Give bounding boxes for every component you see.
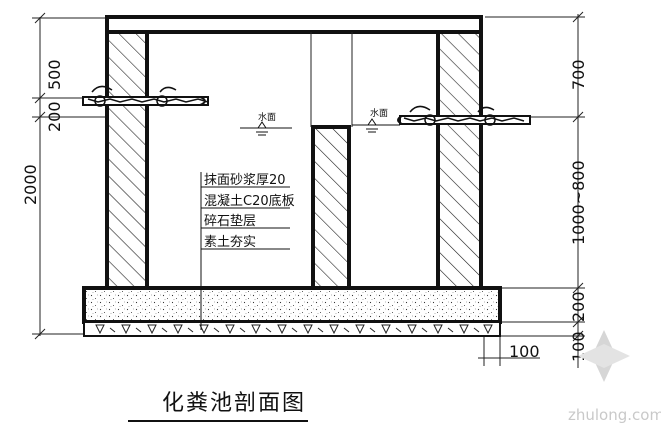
left-dimension-line <box>32 12 108 340</box>
gravel-cushion-layer <box>83 321 501 337</box>
dim-right-700: 700 <box>569 59 588 90</box>
concrete-base-slab <box>82 286 502 324</box>
outlet-pipe <box>397 105 531 126</box>
dim-left-200: 200 <box>45 101 64 132</box>
watermark-text: zhulong.com <box>568 406 661 424</box>
inlet-pipe <box>82 85 209 107</box>
note-gravel: 碎石垫层 <box>204 213 256 229</box>
water-level-marker-right <box>352 118 400 133</box>
dim-left-500: 500 <box>45 59 64 90</box>
gravel-pattern <box>95 324 493 335</box>
water-label-right: 水面 <box>370 107 388 119</box>
water-level-marker-left <box>240 121 292 136</box>
dim-right-1000-800: 1000~800 <box>569 160 588 245</box>
note-compacted-soil: 素土夯实 <box>204 235 256 250</box>
left-outer-wall <box>105 30 149 292</box>
dim-right-200: 200 <box>569 291 588 322</box>
drawing-title: 化粪池剖面图 <box>162 391 306 416</box>
right-outer-wall <box>436 30 483 292</box>
watermark-logo <box>578 330 630 382</box>
partition-wall <box>311 125 351 292</box>
dim-left-2000: 2000 <box>21 164 40 205</box>
layer-notes-leader <box>200 172 290 330</box>
water-label-left: 水面 <box>258 111 276 123</box>
top-cover-slab <box>105 15 483 34</box>
note-mortar: 抹面砂浆厚20 <box>204 173 286 188</box>
dim-right-100-ledge: 100 <box>509 342 540 361</box>
note-concrete-slab: 混凝土C20底板 <box>204 193 295 209</box>
